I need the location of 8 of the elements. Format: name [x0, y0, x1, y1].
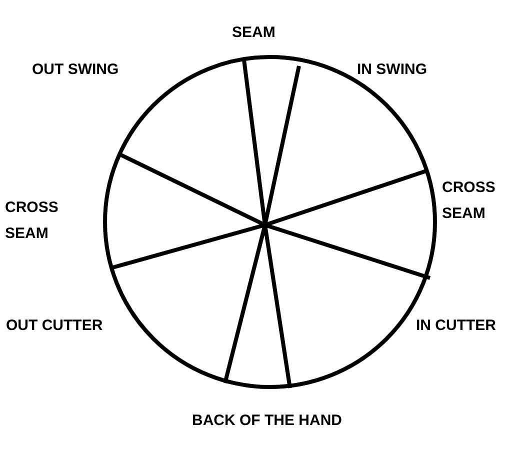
zone-label: CROSS SEAM — [442, 178, 496, 224]
zone-label: IN CUTTER — [416, 316, 497, 336]
zone-label: OUT CUTTER — [6, 316, 104, 336]
zone-label: BACK OF THE HAND — [192, 411, 343, 431]
zone-label: CROSS SEAM — [5, 198, 60, 244]
zone-label: OUT SWING — [32, 60, 120, 80]
zone-label: SEAM — [232, 23, 276, 43]
zone-label: IN SWING — [357, 60, 428, 80]
